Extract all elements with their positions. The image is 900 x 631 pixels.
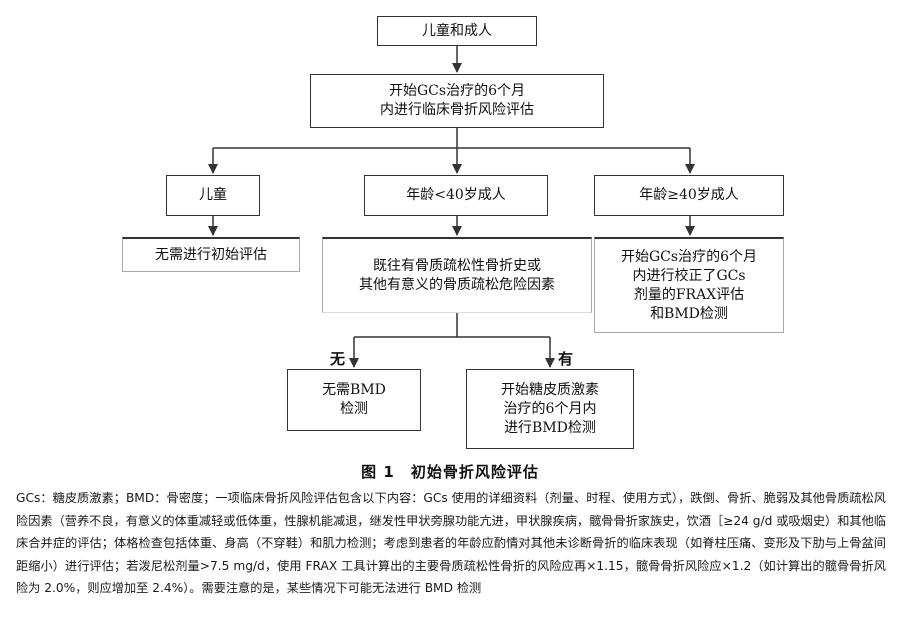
adult-under-40-box: 年龄<40岁成人 <box>364 175 548 216</box>
initial-assessment-label: 开始GCs治疗的6个月 内进行临床骨折风险评估 <box>380 83 534 118</box>
adult-over-40-label: 年龄≥40岁成人 <box>639 187 739 203</box>
child-action-label: 无需进行初始评估 <box>155 246 267 263</box>
root-box: 儿童和成人 <box>377 16 537 46</box>
figure-caption: 图 1 初始骨折风险评估 <box>361 463 539 481</box>
branch-no-label: 无 <box>330 350 346 368</box>
risk-factor-question-label: 既往有骨质疏松性骨折史或 其他有意义的骨质疏松危险因素 <box>359 257 555 293</box>
child-box: 儿童 <box>166 175 260 216</box>
initial-assessment-box: 开始GCs治疗的6个月 内进行临床骨折风险评估 <box>310 74 604 128</box>
flow-arrows <box>208 44 695 368</box>
frax-bmd-label: 开始GCs治疗的6个月 内进行校正了GCs 剂量的FRAX评估 和BMD检测 <box>621 248 757 322</box>
adult-under-40-label: 年龄<40岁成人 <box>406 187 506 203</box>
risk-factor-question-box: 既往有骨质疏松性骨折史或 其他有意义的骨质疏松危险因素 <box>322 237 592 313</box>
bmd-test-box: 开始糖皮质激素 治疗的6个月内 进行BMD检测 <box>466 369 634 449</box>
adult-over-40-box: 年龄≥40岁成人 <box>594 175 784 216</box>
figure-note: GCs：糖皮质激素；BMD：骨密度；一项临床骨折风险评估包含以下内容：GCs 使… <box>16 491 886 595</box>
bmd-test-label: 开始糖皮质激素 治疗的6个月内 进行BMD检测 <box>501 381 599 436</box>
child-action-box: 无需进行初始评估 <box>122 237 300 272</box>
no-bmd-label: 无需BMD 检测 <box>322 382 386 417</box>
root-label: 儿童和成人 <box>422 22 492 39</box>
frax-bmd-box: 开始GCs治疗的6个月 内进行校正了GCs 剂量的FRAX评估 和BMD检测 <box>594 237 784 333</box>
branch-yes-label: 有 <box>558 350 574 368</box>
no-bmd-box: 无需BMD 检测 <box>287 369 421 431</box>
child-label: 儿童 <box>199 187 227 203</box>
